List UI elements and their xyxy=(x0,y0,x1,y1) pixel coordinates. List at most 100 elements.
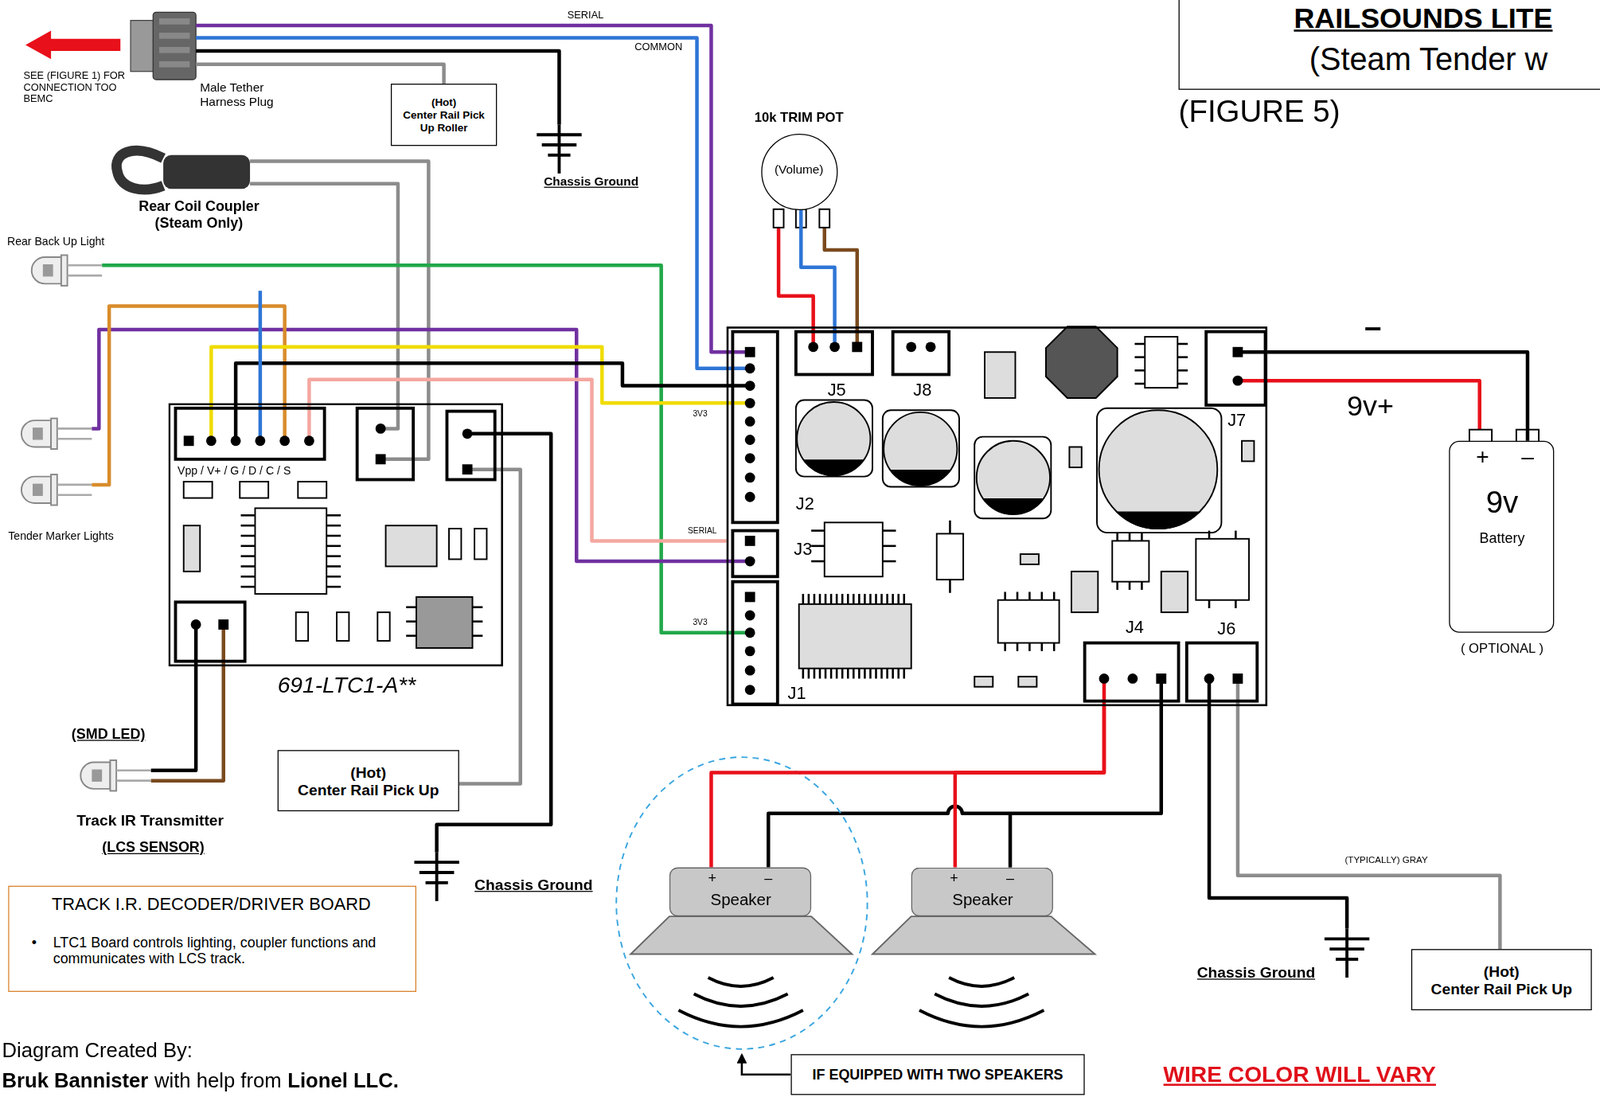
wire xyxy=(1209,678,1347,929)
chip-lead xyxy=(819,593,822,605)
chip-lead xyxy=(405,634,417,637)
node-text: • xyxy=(31,933,37,951)
node-text: J3 xyxy=(793,539,812,560)
board-component xyxy=(296,612,309,641)
node-text: Center Rail Pick Up xyxy=(1431,979,1573,998)
annotation-label: SEE (FIGURE 1) FOR CONNECTION TOO BEMC xyxy=(23,69,125,105)
connector-pin xyxy=(745,472,756,484)
chip-lead xyxy=(897,593,900,605)
board-component xyxy=(936,533,964,580)
node-text: Battery xyxy=(1479,529,1526,547)
connector-pin xyxy=(745,665,756,676)
chip-lead xyxy=(811,545,825,548)
chip-lead xyxy=(241,524,256,527)
wire-connector xyxy=(1267,351,1528,441)
chip-lead xyxy=(891,593,894,605)
connector-housing xyxy=(175,408,324,460)
chip-lead xyxy=(1177,355,1188,359)
connector-pin xyxy=(279,435,290,446)
chip-lead xyxy=(1028,643,1031,652)
chip-lead xyxy=(882,545,897,548)
connector-pin xyxy=(462,464,473,475)
wire xyxy=(91,25,1480,929)
connector-pin xyxy=(745,398,756,409)
chip-lead xyxy=(472,620,484,623)
chip-lead xyxy=(841,593,844,605)
node-text: + xyxy=(1475,444,1489,470)
connector-pin xyxy=(462,428,473,439)
board-component xyxy=(1195,538,1249,601)
annotation-label: (FIGURE 5) xyxy=(1178,93,1341,129)
node-text: J4 xyxy=(1125,617,1144,638)
annotation-label: Bruk Bannister xyxy=(2,1069,149,1093)
chip-lead xyxy=(326,565,341,568)
wire xyxy=(195,25,750,352)
chip-lead xyxy=(405,620,417,623)
connector-pin xyxy=(745,416,756,427)
chip-lead xyxy=(1116,581,1119,590)
sound-board: J5J8J7J2J3J1J4J6 xyxy=(726,326,1268,707)
node-text: J7 xyxy=(1227,409,1246,430)
chip-lead xyxy=(802,593,805,605)
chip-lead xyxy=(830,668,833,680)
connector-housing xyxy=(1186,643,1257,702)
board-component xyxy=(998,600,1060,644)
led-lamp xyxy=(80,760,151,791)
board-component xyxy=(1099,409,1218,529)
connector-pin xyxy=(745,556,756,567)
chip-lead xyxy=(326,554,341,558)
connector-pin xyxy=(745,684,756,695)
node-text: LTC1 Board controls lighting, coupler fu… xyxy=(53,933,411,967)
board-component xyxy=(297,481,327,499)
chip-lead xyxy=(852,593,855,605)
tether-plug xyxy=(159,32,190,40)
board-component xyxy=(1161,571,1188,613)
coupler-coil xyxy=(116,150,164,190)
wire-connector xyxy=(955,706,1105,868)
annotation-label: Rear Back Up Light xyxy=(7,234,105,248)
board-component xyxy=(799,604,912,669)
node-text: + xyxy=(949,869,958,886)
board-component xyxy=(183,481,213,499)
board-component xyxy=(1117,512,1200,530)
node-text: Center Rail Pick Up Roller xyxy=(401,108,486,133)
connector-housing xyxy=(446,411,495,480)
chip-lead xyxy=(326,514,341,517)
connector-pin xyxy=(1233,375,1244,387)
chip-lead xyxy=(802,668,805,680)
connector-pin xyxy=(745,380,756,391)
chip-lead xyxy=(241,565,256,568)
optional-speaker-outline xyxy=(616,757,867,1050)
connector-pin xyxy=(183,341,1244,695)
chip-lead xyxy=(1003,643,1007,652)
board-component xyxy=(796,401,871,476)
board-component xyxy=(336,612,349,641)
connector-pin xyxy=(1204,673,1215,684)
connector-pin xyxy=(304,435,315,446)
connector-housing xyxy=(1205,331,1265,406)
chip-lead xyxy=(1134,382,1145,386)
chip-lead xyxy=(948,579,952,594)
chip-lead xyxy=(1128,532,1132,541)
chip-lead xyxy=(472,605,484,609)
speaker: +–Speaker xyxy=(669,867,812,918)
pickup-box: (Hot)Center Rail Pick Up xyxy=(277,749,460,812)
chip-lead xyxy=(841,668,844,680)
node-text: Center Rail Pick Up xyxy=(297,780,439,799)
annotation-label: Rear Coil Coupler (Steam Only) xyxy=(117,198,281,231)
board-component xyxy=(474,528,487,559)
sound-wave xyxy=(919,1010,1044,1027)
node-text: (Hot) xyxy=(1483,961,1520,980)
chip-lead xyxy=(1234,530,1238,539)
node-text: (Volume) xyxy=(774,163,824,178)
annotation-label: Chassis Ground xyxy=(543,175,639,190)
connector-pin xyxy=(905,341,917,352)
chip-lead xyxy=(869,593,872,605)
board-component xyxy=(1018,676,1037,687)
chip-lead xyxy=(1208,600,1211,609)
chip-lead xyxy=(1140,581,1144,590)
annotation-label: with help from xyxy=(154,1069,282,1093)
board-component xyxy=(882,409,960,487)
board-component xyxy=(1096,408,1222,533)
